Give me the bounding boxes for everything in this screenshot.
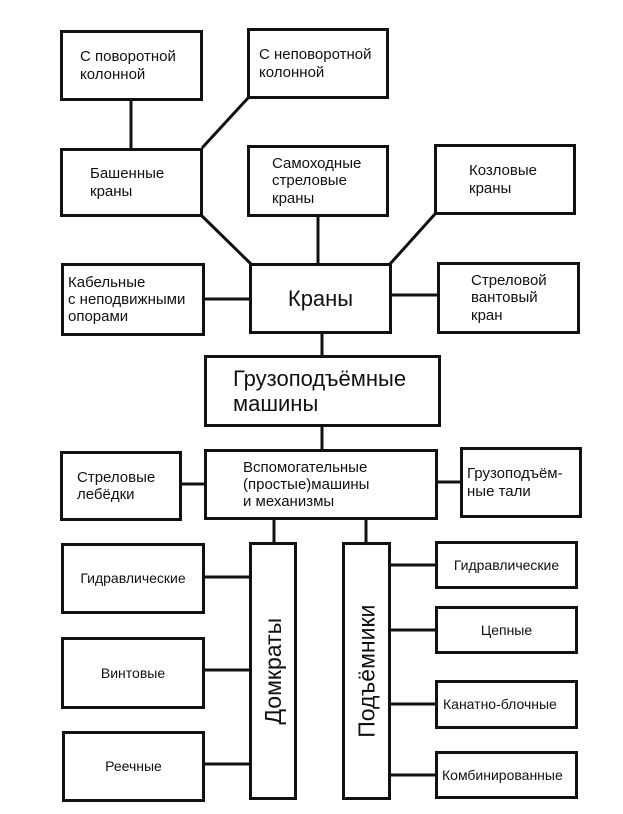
edge-gantry-to-cranes — [388, 212, 437, 266]
node-label: Вспомогательные (простые)машины и механи… — [243, 458, 370, 511]
node-label: Цепные — [480, 621, 533, 638]
node-lift-combined: Комбинированные — [435, 751, 578, 799]
node-lift-hydraulic: Гидравлические — [435, 541, 578, 589]
node-jack-hydraulic: Гидравлические — [61, 543, 205, 614]
node-tower-cranes: Башенные краны — [60, 148, 203, 217]
node-hoists: Грузоподъём- ные тали — [460, 447, 582, 518]
node-turning-column: С поворотной колонной — [60, 30, 203, 101]
node-label: Канатно-блочные — [443, 696, 557, 713]
node-lift-rope-block: Канатно-блочные — [435, 680, 578, 729]
node-label: Кабельные с неподвижными опорами — [68, 273, 186, 326]
node-guyed-boom: Стреловой вантовый кран — [437, 262, 580, 334]
node-auxiliary: Вспомогательные (простые)машины и механи… — [204, 449, 438, 520]
node-label: Реечные — [105, 758, 162, 775]
node-label: Комбинированные — [442, 766, 563, 783]
node-label: Винтовые — [100, 664, 166, 681]
node-label: Домкраты — [259, 617, 286, 725]
node-boom-winches: Стреловые лебёдки — [60, 451, 182, 521]
edge-tower-to-cranes — [200, 214, 253, 266]
node-cable: Кабельные с неподвижными опорами — [61, 263, 205, 336]
node-lifts: Подъёмники — [342, 542, 391, 800]
node-gantry: Козловые краны — [434, 144, 576, 215]
node-self-propelled: Самоходные стреловые краны — [247, 145, 389, 217]
node-label: Стреловой вантовый кран — [471, 272, 547, 324]
node-label: Самоходные стреловые краны — [272, 155, 362, 207]
node-label: Стреловые лебёдки — [77, 468, 156, 503]
node-label: Подъёмники — [353, 604, 380, 738]
node-label: Грузоподъёмные машины — [233, 365, 407, 416]
node-lift-chain: Цепные — [435, 606, 578, 654]
node-jack-screw: Винтовые — [61, 637, 205, 709]
node-label: Грузоподъём- ные тали — [467, 465, 563, 500]
node-label: Краны — [287, 285, 354, 311]
node-cranes: Краны — [249, 263, 392, 334]
node-label: С поворотной колонной — [80, 48, 176, 83]
node-label: Гидравлические — [80, 570, 186, 587]
node-label: Башенные краны — [90, 165, 165, 200]
node-label: С неповоротной колонной — [259, 46, 372, 81]
node-label: Козловые краны — [469, 162, 537, 197]
node-jacks: Домкраты — [249, 542, 297, 800]
node-label: Гидравлические — [453, 556, 560, 573]
node-fixed-column: С неповоротной колонной — [247, 28, 389, 99]
node-jack-rack: Реечные — [62, 731, 205, 802]
edge-fixed-column-to-tower — [200, 96, 250, 150]
node-lifting-machines: Грузоподъёмные машины — [204, 355, 441, 427]
